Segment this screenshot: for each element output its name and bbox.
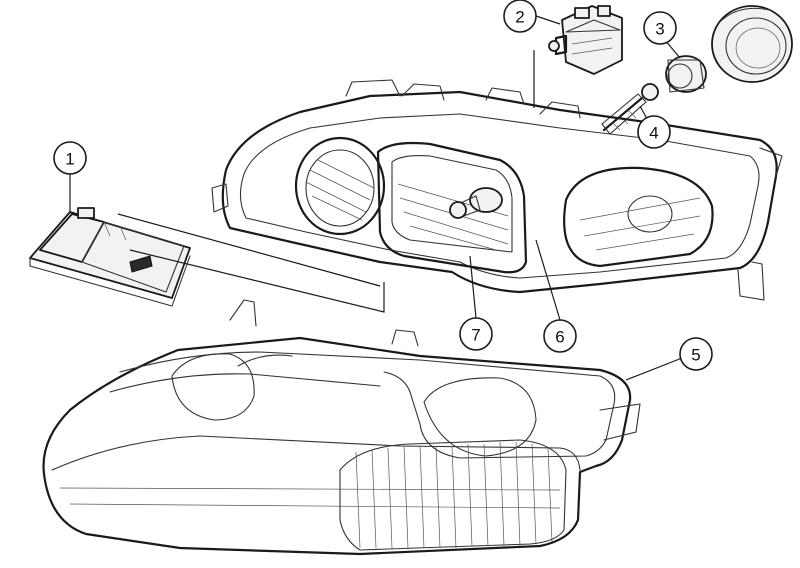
leader-lines bbox=[69, 15, 683, 381]
callout-3-label: 3 bbox=[655, 20, 664, 39]
callout-6-label: 6 bbox=[555, 328, 564, 347]
dust-cap bbox=[711, 5, 793, 83]
callout-7-label: 7 bbox=[471, 326, 480, 345]
bulb-socket bbox=[548, 5, 623, 75]
callout-1-label: 1 bbox=[65, 150, 74, 169]
callout-5: 5 bbox=[679, 337, 713, 371]
callout-2-label: 2 bbox=[515, 8, 524, 27]
small-bulb bbox=[601, 83, 659, 135]
callout-3: 3 bbox=[643, 11, 677, 45]
leader-2 bbox=[535, 15, 561, 25]
callout-7: 7 bbox=[459, 317, 493, 351]
callout-2: 2 bbox=[503, 0, 537, 33]
callout-1: 1 bbox=[53, 141, 87, 175]
callout-6: 6 bbox=[543, 319, 577, 353]
leader-7 bbox=[469, 255, 477, 319]
projector-frame bbox=[376, 141, 528, 274]
bulb-holder bbox=[665, 55, 707, 93]
lens-cover bbox=[42, 299, 641, 556]
leader-6 bbox=[535, 239, 561, 321]
callout-5-label: 5 bbox=[691, 346, 700, 365]
headlamp-housing bbox=[211, 79, 783, 301]
callout-4: 4 bbox=[637, 115, 671, 149]
leader-ballast-to-housing bbox=[117, 213, 385, 313]
leader-5 bbox=[625, 357, 683, 381]
callout-4-label: 4 bbox=[649, 124, 658, 143]
ballast-module bbox=[29, 207, 191, 307]
